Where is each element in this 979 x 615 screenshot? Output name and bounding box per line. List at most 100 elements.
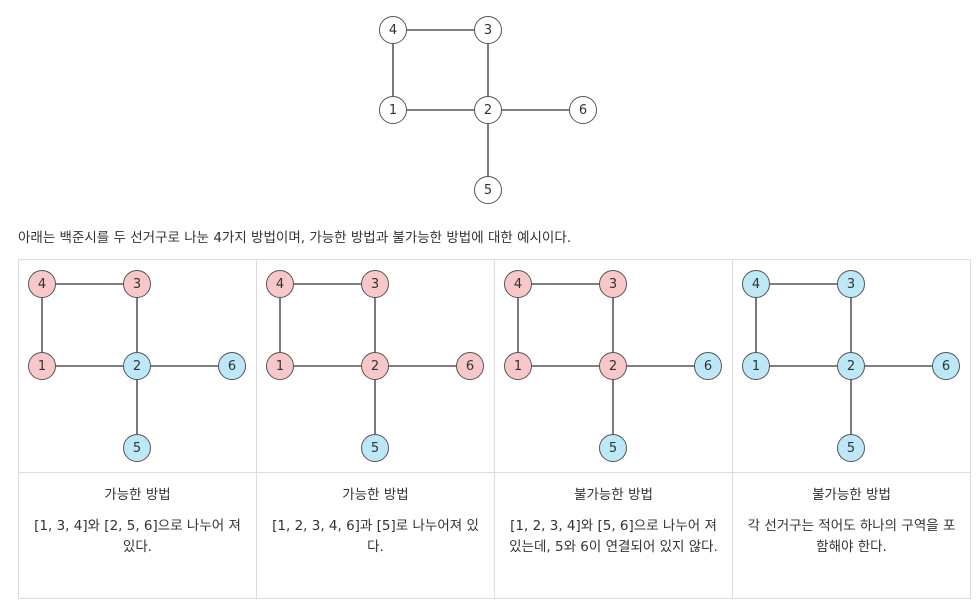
top-graph: 1 2 3 4 5 6 [379, 16, 597, 204]
node-label: 6 [704, 359, 712, 374]
caption-title: 불가능한 방법 [574, 487, 653, 503]
example-cell-2: 1 2 3 4 5 6 [256, 259, 495, 473]
node-label: 2 [371, 359, 379, 374]
node-2: 2 [123, 352, 151, 380]
node-circle [599, 434, 627, 462]
node-label: 4 [389, 23, 397, 38]
node-circle [474, 16, 502, 44]
node-circle [123, 270, 151, 298]
node-circle [361, 270, 389, 298]
caption-title: 불가능한 방법 [812, 487, 891, 503]
node-label: 2 [484, 103, 492, 118]
node-circle [266, 270, 294, 298]
node-label: 4 [276, 277, 284, 292]
node-5: 5 [837, 434, 865, 462]
node-label: 6 [228, 359, 236, 374]
node-circle [837, 352, 865, 380]
node-circle [456, 352, 484, 380]
caption-text: [1, 3, 4]와 [2, 5, 6]으로 나누어 져 있다. [34, 517, 241, 555]
node-3: 3 [599, 270, 627, 298]
node-5: 5 [123, 434, 151, 462]
node-circle [932, 352, 960, 380]
caption-cell-4: 불가능한 방법 각 선거구는 적어도 하나의 구역을 포함해야 한다. [732, 472, 971, 599]
example-graph-4: 1 2 3 4 5 6 [742, 270, 960, 462]
node-label: 1 [389, 103, 397, 118]
node-5: 5 [599, 434, 627, 462]
node-1: 1 [266, 352, 294, 380]
node-circle [837, 434, 865, 462]
node-label: 1 [514, 359, 522, 374]
caption-cell-3: 불가능한 방법 [1, 2, 3, 4]와 [5, 6]으로 나누어 져 있는데… [494, 472, 733, 599]
example-graph-1: 1 2 3 4 5 6 [28, 270, 246, 462]
node-circle [599, 270, 627, 298]
node-6: 6 [569, 96, 597, 124]
node-circle [379, 96, 407, 124]
node-2: 2 [361, 352, 389, 380]
caption-cell-1: 가능한 방법 [1, 3, 4]와 [2, 5, 6]으로 나누어 져 있다. [18, 472, 257, 599]
node-2: 2 [837, 352, 865, 380]
node-circle [474, 96, 502, 124]
node-5: 5 [361, 434, 389, 462]
node-label: 6 [942, 359, 950, 374]
node-5: 5 [474, 176, 502, 204]
node-label: 2 [847, 359, 855, 374]
node-label: 6 [466, 359, 474, 374]
node-4: 4 [504, 270, 532, 298]
node-circle [474, 176, 502, 204]
caption-cell-2: 가능한 방법 [1, 2, 3, 4, 6]과 [5]로 나누어져 있다. [256, 472, 495, 599]
node-label: 2 [609, 359, 617, 374]
node-1: 1 [504, 352, 532, 380]
graph-row: 1 2 3 4 5 6 1 2 3 4 5 6 1 2 3 4 5 6 1 2 3 4 5 6 [18, 259, 971, 473]
example-cell-1: 1 2 3 4 5 6 [18, 259, 257, 473]
example-cell-3: 1 2 3 4 5 6 [494, 259, 733, 473]
node-label: 1 [276, 359, 284, 374]
node-3: 3 [474, 16, 502, 44]
node-circle [694, 352, 722, 380]
node-4: 4 [28, 270, 56, 298]
node-6: 6 [218, 352, 246, 380]
node-circle [569, 96, 597, 124]
node-label: 5 [609, 441, 617, 456]
caption-text: [1, 2, 3, 4, 6]과 [5]로 나누어져 있다. [272, 517, 479, 555]
node-label: 3 [133, 277, 141, 292]
example-table: 1 2 3 4 5 6 1 2 3 4 5 6 1 2 3 4 5 6 1 2 3 4 5 6 가능한 방법 [1, 3… [18, 259, 971, 599]
node-label: 5 [847, 441, 855, 456]
node-label: 1 [38, 359, 46, 374]
node-circle [361, 352, 389, 380]
node-circle [28, 352, 56, 380]
node-label: 4 [38, 277, 46, 292]
caption-title: 가능한 방법 [104, 487, 171, 503]
node-circle [28, 270, 56, 298]
node-circle [123, 434, 151, 462]
node-circle [742, 352, 770, 380]
node-6: 6 [456, 352, 484, 380]
node-label: 5 [484, 183, 492, 198]
node-label: 4 [752, 277, 760, 292]
node-1: 1 [742, 352, 770, 380]
node-6: 6 [932, 352, 960, 380]
example-graph-3: 1 2 3 4 5 6 [504, 270, 722, 462]
node-4: 4 [266, 270, 294, 298]
node-3: 3 [361, 270, 389, 298]
node-label: 4 [514, 277, 522, 292]
node-label: 6 [579, 103, 587, 118]
node-label: 3 [484, 23, 492, 38]
node-6: 6 [694, 352, 722, 380]
node-label: 3 [609, 277, 617, 292]
node-label: 2 [133, 359, 141, 374]
node-3: 3 [123, 270, 151, 298]
node-circle [504, 352, 532, 380]
node-circle [742, 270, 770, 298]
node-circle [837, 270, 865, 298]
node-circle [123, 352, 151, 380]
node-label: 1 [752, 359, 760, 374]
caption-row: 가능한 방법 [1, 3, 4]와 [2, 5, 6]으로 나누어 져 있다. … [18, 472, 971, 599]
node-4: 4 [379, 16, 407, 44]
node-label: 3 [847, 277, 855, 292]
description-text: 아래는 백준시를 두 선거구로 나눈 4가지 방법이며, 가능한 방법과 불가능… [18, 230, 572, 246]
node-1: 1 [379, 96, 407, 124]
example-graph-2: 1 2 3 4 5 6 [266, 270, 484, 462]
node-label: 3 [371, 277, 379, 292]
node-circle [361, 434, 389, 462]
node-label: 5 [133, 441, 141, 456]
